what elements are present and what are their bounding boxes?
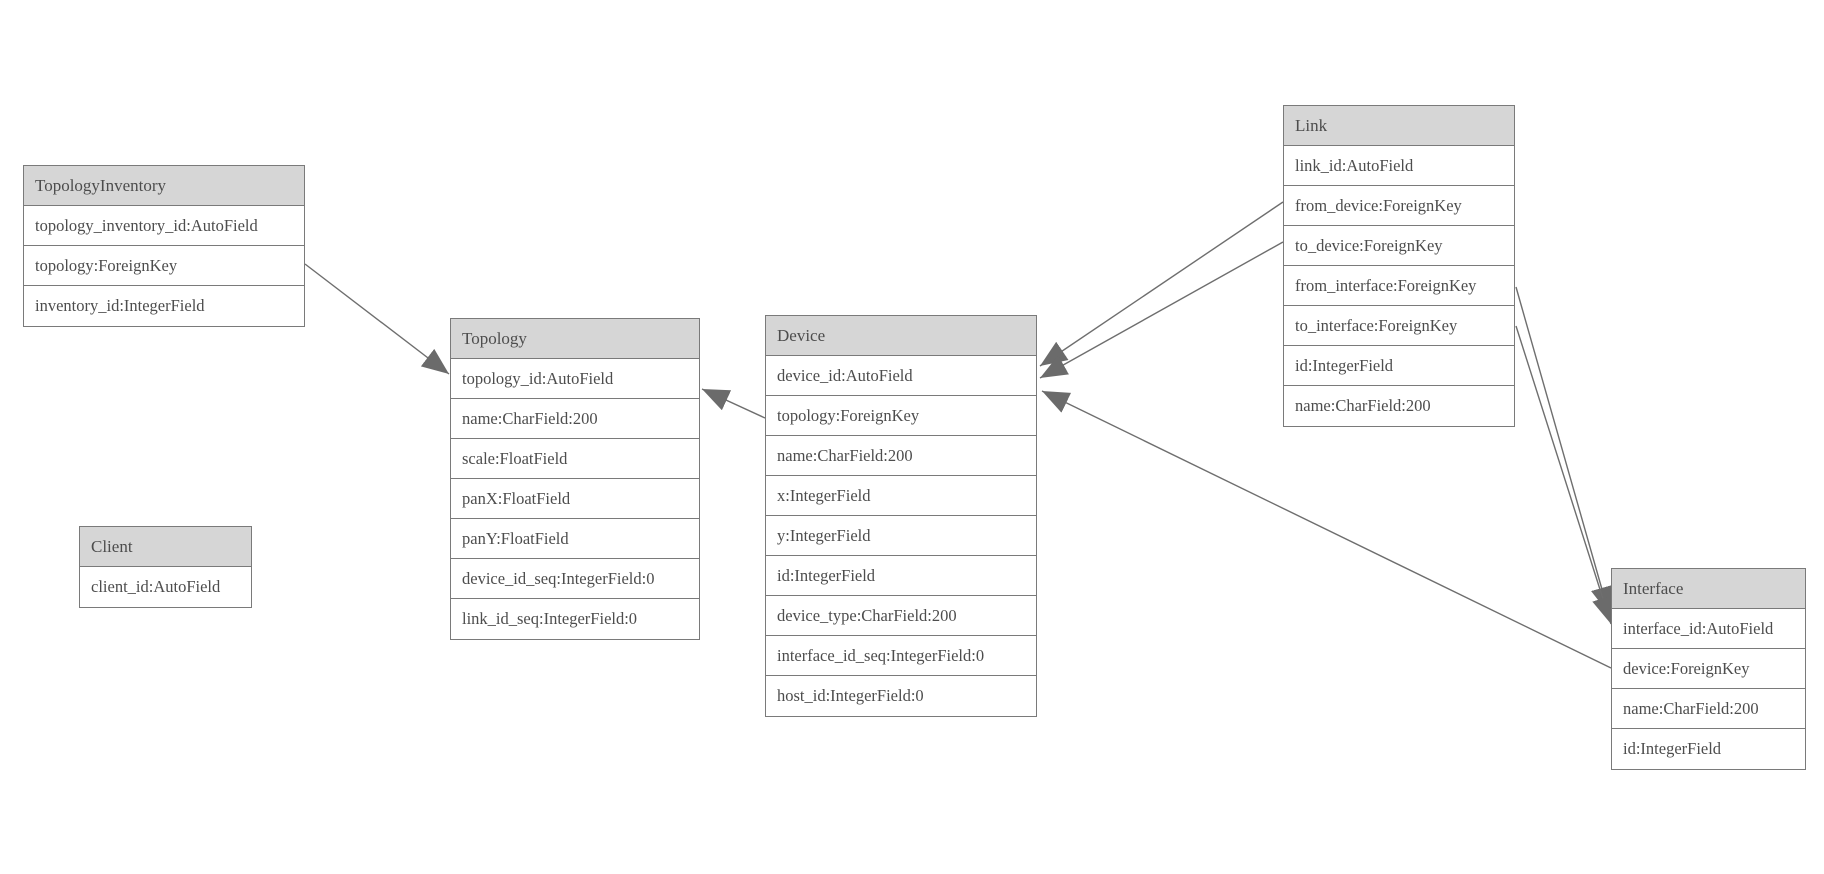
field-row: topology:ForeignKey bbox=[24, 246, 304, 286]
relation-arrow-link-to_interface-to-interface bbox=[1515, 325, 1614, 625]
field-row: client_id:AutoField bbox=[80, 567, 251, 607]
field-row: host_id:IntegerField:0 bbox=[766, 676, 1036, 716]
field-row: id:IntegerField bbox=[1284, 346, 1514, 386]
field-row: device_id:AutoField bbox=[766, 356, 1036, 396]
field-row: link_id:AutoField bbox=[1284, 146, 1514, 186]
field-row: from_interface:ForeignKey bbox=[1284, 266, 1514, 306]
field-row: link_id_seq:IntegerField:0 bbox=[451, 599, 699, 639]
field-row: interface_id:AutoField bbox=[1612, 609, 1805, 649]
field-row: topology:ForeignKey bbox=[766, 396, 1036, 436]
field-row: to_interface:ForeignKey bbox=[1284, 306, 1514, 346]
relation-arrow-topologyinventory-topology-to-topology bbox=[304, 263, 450, 375]
field-row: name:CharField:200 bbox=[1612, 689, 1805, 729]
field-row: to_device:ForeignKey bbox=[1284, 226, 1514, 266]
field-row: device_type:CharField:200 bbox=[766, 596, 1036, 636]
field-row: y:IntegerField bbox=[766, 516, 1036, 556]
field-row: panY:FloatField bbox=[451, 519, 699, 559]
field-row: topology_inventory_id:AutoField bbox=[24, 206, 304, 246]
relation-arrow-link-to_device-to-device bbox=[1039, 241, 1284, 379]
field-row: inventory_id:IntegerField bbox=[24, 286, 304, 326]
field-row: device:ForeignKey bbox=[1612, 649, 1805, 689]
field-row: id:IntegerField bbox=[766, 556, 1036, 596]
field-row: name:CharField:200 bbox=[451, 399, 699, 439]
field-row: device_id_seq:IntegerField:0 bbox=[451, 559, 699, 599]
field-row: interface_id_seq:IntegerField:0 bbox=[766, 636, 1036, 676]
field-row: scale:FloatField bbox=[451, 439, 699, 479]
field-row: topology_id:AutoField bbox=[451, 359, 699, 399]
relation-arrow-link-from_interface-to-interface bbox=[1515, 286, 1613, 615]
entity-title-client: Client bbox=[80, 527, 251, 567]
field-row: panX:FloatField bbox=[451, 479, 699, 519]
relation-arrow-interface-device-to-device bbox=[1041, 390, 1612, 669]
entity-title-topology: Topology bbox=[451, 319, 699, 359]
field-row: x:IntegerField bbox=[766, 476, 1036, 516]
relation-arrow-link-from_device-to-device bbox=[1039, 201, 1284, 367]
field-row: name:CharField:200 bbox=[1284, 386, 1514, 426]
entity-title-interface: Interface bbox=[1612, 569, 1805, 609]
entity-title-device: Device bbox=[766, 316, 1036, 356]
entity-title-topology-inventory: TopologyInventory bbox=[24, 166, 304, 206]
field-row: name:CharField:200 bbox=[766, 436, 1036, 476]
field-row: from_device:ForeignKey bbox=[1284, 186, 1514, 226]
field-row: id:IntegerField bbox=[1612, 729, 1805, 769]
relation-arrow-device-topology-to-topology bbox=[701, 388, 766, 419]
entity-title-link: Link bbox=[1284, 106, 1514, 146]
